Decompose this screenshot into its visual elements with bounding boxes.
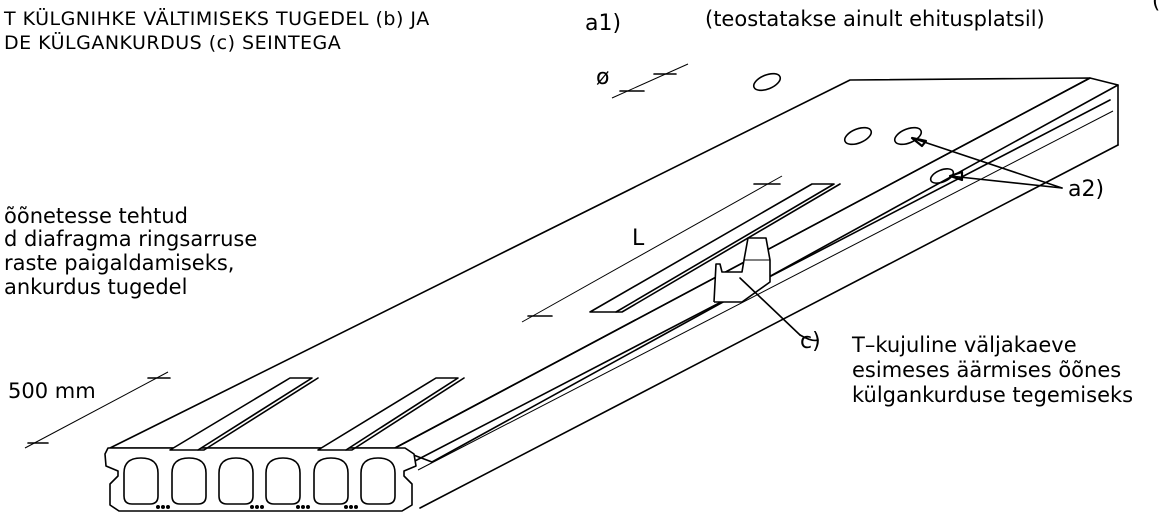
top-center-note: (teostatakse ainult ehitusplatsil) (705, 7, 1045, 31)
hollow-core-2 (171, 457, 207, 505)
top-left-caption-line2: DE KÜLGANKURDUS (c) SEINTEGA (4, 31, 341, 54)
dimension-500mm (24, 371, 171, 449)
dimension-phi (611, 63, 689, 99)
top-left-caption-line1: T KÜLGNIHKE VÄLTIMISEKS TUGEDEL (b) JA (3, 7, 430, 30)
hollow-core-1 (123, 457, 159, 505)
leader-a2 (910, 136, 1063, 189)
hollow-core-3 (218, 457, 254, 505)
leader-c (739, 277, 819, 342)
right-note-line3: külgankurduse tegemiseks (852, 383, 1133, 407)
left-note: õõnetesse tehtud d diafragma ringsarruse… (4, 204, 257, 299)
mid-core-slot (589, 183, 835, 313)
hole-a1 (752, 72, 782, 92)
phi-symbol: ø (596, 65, 609, 90)
hole-a2-lower (929, 168, 955, 184)
a1-label: a1) (585, 11, 621, 36)
hole-mid (843, 126, 873, 146)
dim-l-label: L (632, 226, 645, 251)
right-note: T–kujuline väljakaeve esimeses äärmises … (851, 333, 1133, 407)
dimension-l (521, 175, 783, 323)
t-cutout-outline (713, 237, 771, 303)
left-note-line3: raste paigaldamiseks, (4, 251, 234, 275)
hollow-core-4 (265, 457, 301, 505)
front-slot-right (317, 377, 459, 451)
hole-a2-upper (893, 126, 923, 146)
left-note-line2: d diafragma ringsarruse (4, 227, 257, 251)
prestressing-strands (156, 505, 358, 509)
left-note-line4: ankurdus tugedel (4, 275, 187, 299)
front-core-openings (169, 377, 465, 451)
hollowcore-slab (104, 72, 1119, 512)
front-slot-left (169, 377, 313, 451)
top-right-fragment: ( (1152, 0, 1160, 13)
left-note-line1: õõnetesse tehtud (4, 204, 188, 228)
t-shaped-cutout (713, 237, 771, 303)
side-bottom-edge (419, 144, 1119, 509)
slab-end-section (104, 447, 417, 512)
right-note-line2: esimeses äärmises õõnes (852, 358, 1121, 382)
a2-label: a2) (1068, 177, 1104, 202)
side-groove-line-2 (417, 110, 1114, 471)
c-label: c) (800, 329, 821, 354)
hollow-core-6 (360, 457, 396, 505)
right-note-line1: T–kujuline väljakaeve (851, 333, 1077, 357)
hollow-core-5 (313, 457, 349, 505)
dim-500mm-label: 500 mm (8, 379, 96, 403)
